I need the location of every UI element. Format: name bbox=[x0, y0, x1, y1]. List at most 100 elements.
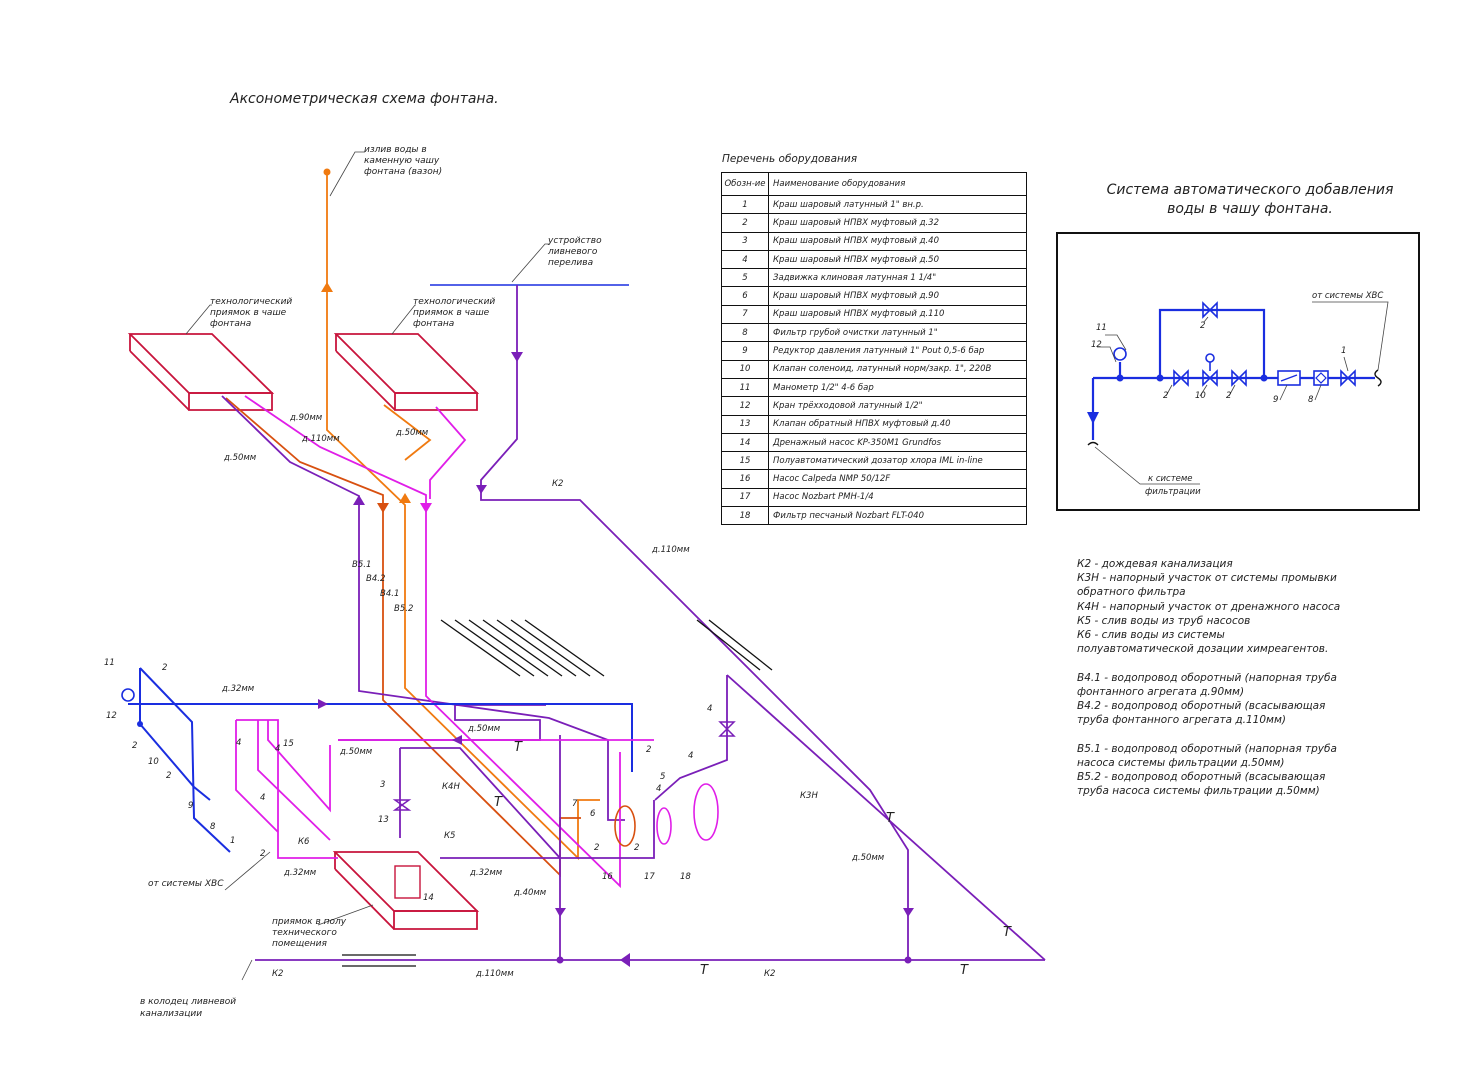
svg-text:T: T bbox=[886, 811, 895, 826]
legend-line: К3Н - напорный участок от системы промыв… bbox=[1077, 572, 1337, 585]
svg-text:8: 8 bbox=[1308, 395, 1314, 405]
pit-note-1c: фонтана bbox=[210, 319, 251, 329]
flow-arrow-icon bbox=[476, 485, 487, 494]
flow-arrow-icon bbox=[353, 495, 365, 505]
svg-text:12: 12 bbox=[1091, 340, 1102, 350]
label-d110a: д.110мм bbox=[301, 434, 340, 444]
legend-line: К6 - слив воды из системы bbox=[1077, 629, 1225, 642]
auto-system-pipes bbox=[1091, 308, 1375, 440]
technological-pit-2 bbox=[333, 333, 480, 411]
legend-line: В4.1 - водопровод оборотный (напорная тр… bbox=[1077, 671, 1337, 684]
label-d50d: д.50мм bbox=[339, 747, 373, 757]
auto-system-title-1: Система автоматического добавления bbox=[1107, 182, 1394, 198]
sand-filter-icon bbox=[693, 783, 719, 841]
label-b51: В5.1 bbox=[352, 560, 371, 570]
svg-text:2: 2 bbox=[1200, 321, 1205, 331]
svg-text:T: T bbox=[494, 795, 503, 810]
table-header-name: Наименование оборудования bbox=[768, 172, 1027, 196]
label-d50c: д.50мм bbox=[467, 724, 501, 734]
legend-line: труба насоса системы фильтрации д.50мм) bbox=[1077, 785, 1320, 798]
svg-text:4: 4 bbox=[275, 744, 280, 754]
flow-arrow-icon bbox=[420, 503, 432, 513]
svg-text:T: T bbox=[700, 963, 709, 978]
flow-arrow-icon bbox=[903, 908, 914, 917]
svg-text:4: 4 bbox=[656, 784, 661, 794]
label-d90: д.90мм bbox=[289, 413, 323, 423]
label-d50e: д.50мм bbox=[851, 853, 885, 863]
svg-text:2: 2 bbox=[260, 849, 265, 859]
legend-line: В4.2 - водопровод оборотный (всасывающая bbox=[1077, 700, 1326, 713]
legend-line: насоса системы фильтрации д.50мм) bbox=[1077, 756, 1285, 769]
label-k2b: К2 bbox=[272, 969, 283, 979]
svg-text:2: 2 bbox=[1226, 391, 1231, 401]
overflow-note-1: устройство bbox=[547, 236, 602, 246]
svg-text:15: 15 bbox=[283, 739, 294, 749]
svg-text:7: 7 bbox=[572, 799, 578, 809]
pipe-k2 bbox=[255, 285, 1046, 961]
svg-text:фильтрации: фильтрации bbox=[1145, 487, 1201, 497]
pit-note-1a: технологический bbox=[210, 297, 292, 307]
pipe-break-hatches bbox=[342, 619, 773, 967]
svg-text:2: 2 bbox=[132, 741, 137, 751]
svg-text:11: 11 bbox=[104, 658, 115, 668]
svg-text:9: 9 bbox=[1273, 395, 1278, 405]
flow-arrow-icon bbox=[511, 352, 523, 362]
flow-arrow-icon bbox=[377, 503, 389, 513]
flow-arrow-icon bbox=[399, 493, 411, 503]
manometer-icon bbox=[121, 688, 135, 702]
equipment-list-title: Перечень оборудования bbox=[722, 153, 857, 165]
pump-17-icon bbox=[656, 807, 672, 845]
label-k3n: К3Н bbox=[800, 791, 818, 801]
pipe-b41 bbox=[326, 172, 600, 861]
svg-text:T: T bbox=[960, 963, 969, 978]
label-d32a: д.32мм bbox=[221, 684, 255, 694]
to-well-note-1: в колодец ливневой bbox=[140, 997, 236, 1007]
legend-line bbox=[1077, 727, 1377, 741]
manometer-icon bbox=[1113, 347, 1127, 361]
pit-note-1b: приямок в чаше bbox=[210, 308, 287, 318]
flow-arrow-icon bbox=[318, 699, 328, 709]
valve-icon bbox=[1231, 369, 1247, 387]
svg-text:18: 18 bbox=[680, 872, 691, 882]
valve-icon bbox=[1202, 301, 1218, 319]
svg-text:T: T bbox=[1003, 925, 1012, 940]
svg-text:17: 17 bbox=[644, 872, 655, 882]
legend-line: В5.1 - водопровод оборотный (напорная тр… bbox=[1077, 742, 1337, 755]
svg-text:2: 2 bbox=[166, 771, 171, 781]
label-b42: В4.2 bbox=[366, 574, 385, 584]
svg-text:11: 11 bbox=[1096, 323, 1107, 333]
svg-text:12: 12 bbox=[106, 711, 117, 721]
label-b52: В5.2 bbox=[394, 604, 413, 614]
table-header-code: Обозн-ие bbox=[721, 172, 769, 196]
overflow-note-2: ливневого bbox=[547, 247, 598, 257]
drainage-pump-icon bbox=[394, 865, 421, 899]
flow-arrow-icon bbox=[620, 953, 630, 967]
svg-text:4: 4 bbox=[260, 793, 265, 803]
svg-text:10: 10 bbox=[1195, 391, 1206, 401]
solenoid-valve-icon bbox=[1202, 369, 1218, 387]
valve-icon bbox=[392, 799, 412, 811]
floor-pit-note-2: технического bbox=[272, 928, 337, 938]
legend-line bbox=[1077, 656, 1377, 670]
legend-line: труба фонтанного агрегата д.110мм) bbox=[1077, 714, 1286, 727]
outflow-note-1: излив воды в bbox=[364, 145, 427, 155]
table-header-row: Обозн-ие Наименование оборудования bbox=[721, 172, 1027, 196]
overflow-note-3: перелива bbox=[548, 258, 593, 268]
legend-line: фонтанного агрегата д.90мм) bbox=[1077, 685, 1245, 698]
svg-text:от системы ХВС: от системы ХВС bbox=[1312, 291, 1383, 301]
label-k2c: К2 bbox=[764, 969, 775, 979]
from-hvs-note: от системы ХВС bbox=[148, 879, 224, 889]
label-k2a: К2 bbox=[552, 479, 563, 489]
